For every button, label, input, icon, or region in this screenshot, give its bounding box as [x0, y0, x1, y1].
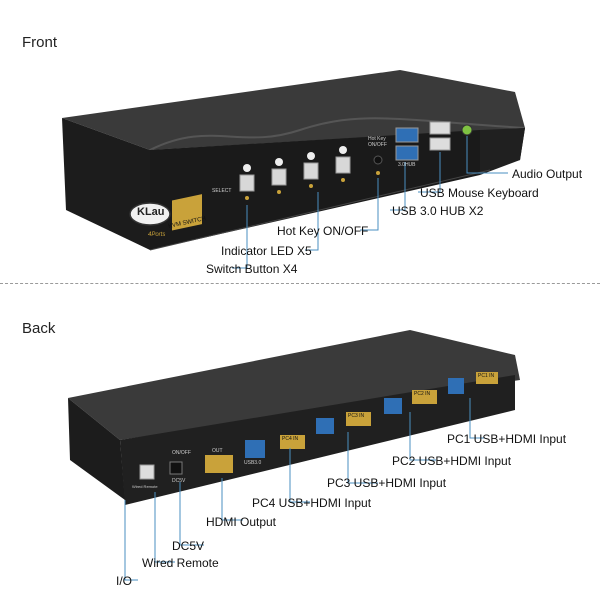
front-device [62, 70, 526, 251]
section-divider [0, 283, 600, 284]
label-usb-mouse-keyboard: USB Mouse Keyboard [420, 186, 539, 200]
tag-on-off: ON/OFF [172, 450, 191, 456]
label-hot-key: Hot Key ON/OFF [277, 224, 369, 238]
usb-hub-ports [395, 127, 419, 161]
front-callouts [232, 136, 508, 269]
tag-pc3-in: PC3 IN [348, 413, 365, 419]
hotkey-button [373, 155, 383, 165]
label-pc3: PC3 USB+HDMI Input [327, 476, 447, 490]
label-wired-remote: Wired Remote [142, 556, 219, 570]
label-audio-output: Audio Output [512, 167, 583, 181]
klau-logo [129, 202, 171, 226]
label-io: I/O [116, 574, 133, 588]
tag-usb30: USB3.0 [244, 460, 262, 466]
label-pc1: PC1 USB+HDMI Input [447, 432, 567, 446]
tag-pc1-in: PC1 IN [478, 373, 495, 379]
tag-dc5v: DC5V [172, 478, 186, 484]
label-dc5v: DC5V [172, 539, 205, 553]
indicator-leds [245, 171, 380, 200]
hotkey-text: Hot Key ON/OFF [368, 136, 387, 148]
tag-pc4-in: PC4 IN [282, 436, 299, 442]
select-text: SELECT [212, 188, 232, 194]
brand-text: KLau [137, 206, 165, 218]
front-title: Front [22, 34, 58, 51]
tag-pc2-in: PC2 IN [414, 391, 431, 397]
back-device [68, 330, 520, 505]
label-usb-hub: USB 3.0 HUB X2 [392, 204, 484, 218]
model-label [172, 194, 202, 231]
label-indicator-led: Indicator LED X5 [221, 244, 312, 258]
back-callouts [124, 398, 484, 581]
audio-jack [461, 124, 473, 136]
label-pc2: PC2 USB+HDMI Input [392, 454, 512, 468]
label-hdmi-output: HDMI Output [206, 515, 277, 529]
back-title: Back [22, 320, 56, 337]
model-line1-text: 4Ports [148, 232, 166, 238]
switch-buttons [239, 146, 351, 192]
label-pc4: PC4 USB+HDMI Input [252, 496, 372, 510]
tag-wired-remote: Wired Remote [132, 484, 158, 489]
tag-out: OUT [212, 448, 223, 454]
label-switch-button: Switch Button X4 [206, 262, 298, 276]
usb-hub-text: 3.0HUB [398, 162, 416, 168]
usb-kb-ports [429, 121, 451, 151]
back-ports [139, 372, 498, 480]
